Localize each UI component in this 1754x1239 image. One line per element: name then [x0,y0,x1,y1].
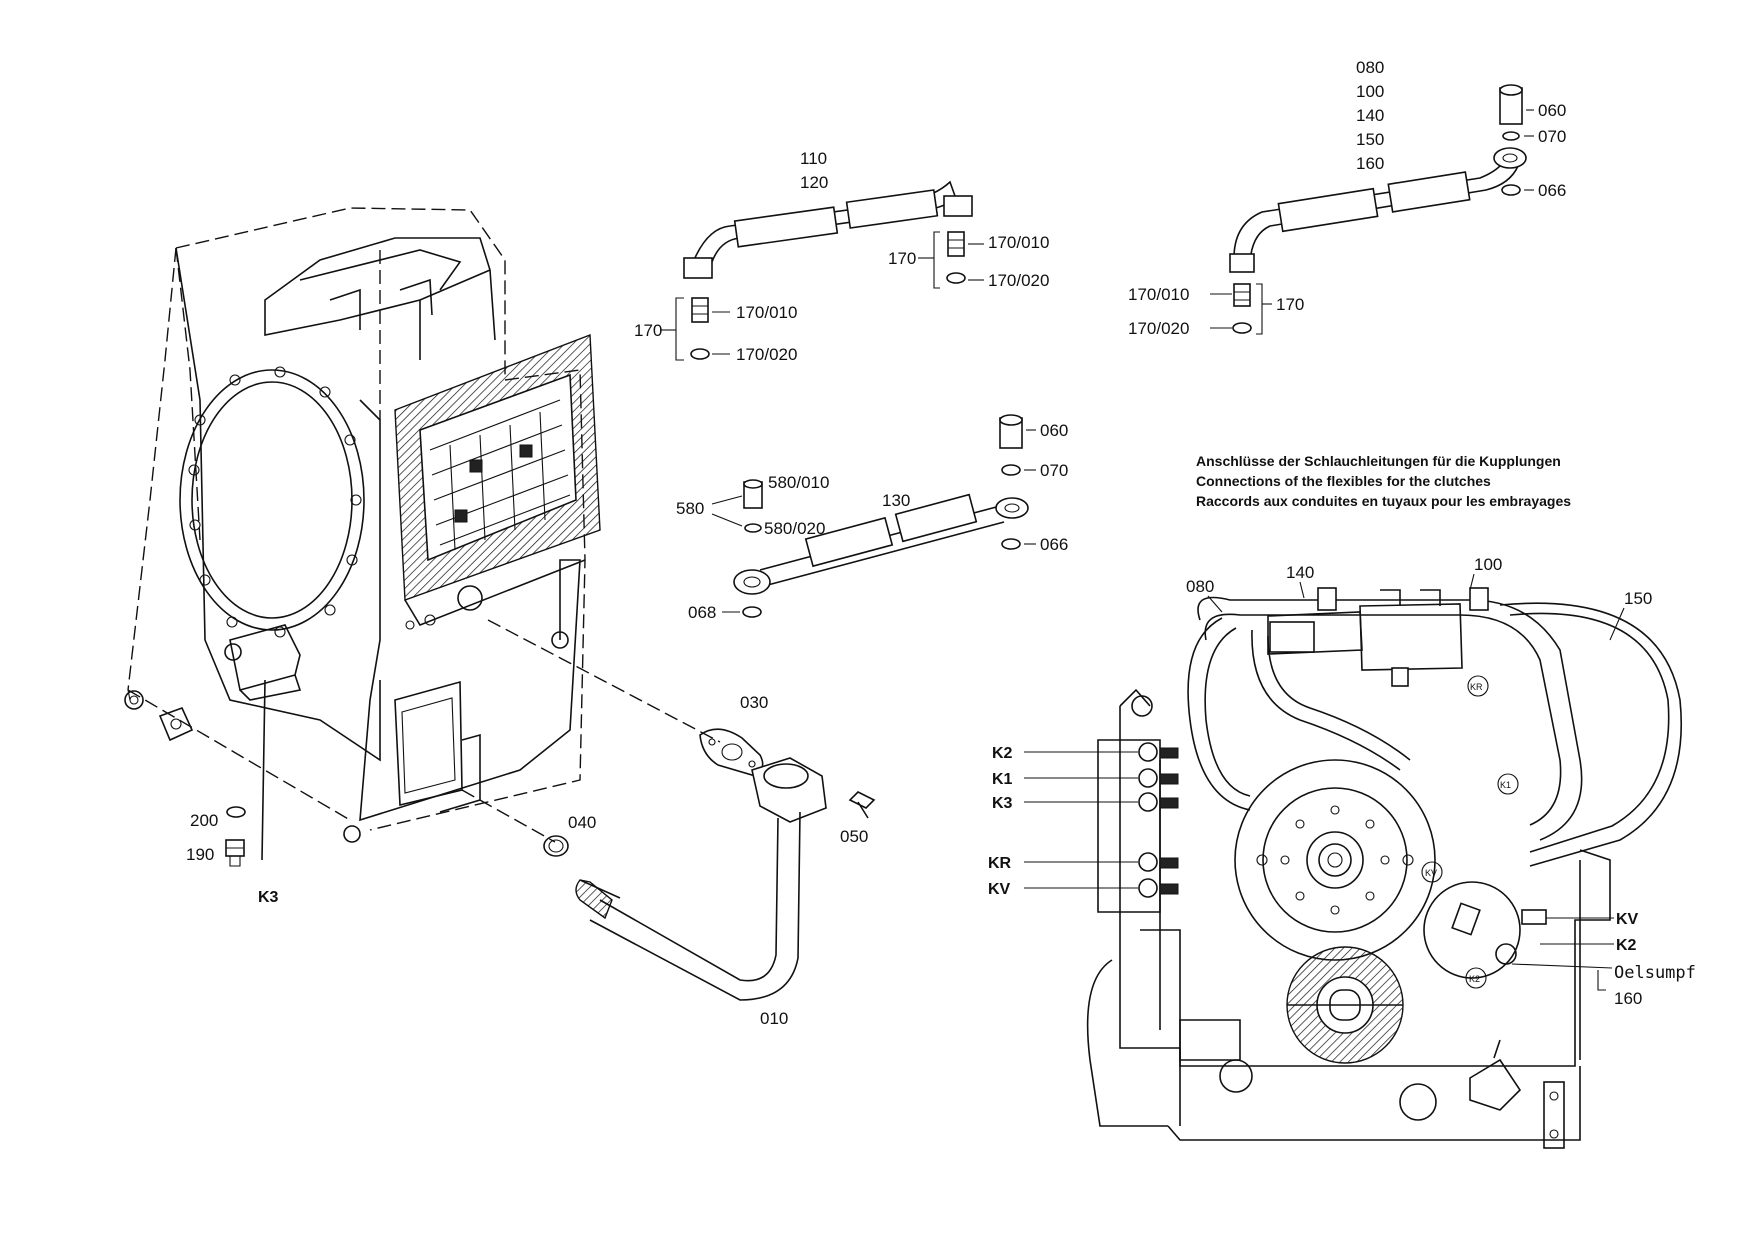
note-fr: Raccords aux conduites en tuyaux pour le… [1196,493,1571,509]
suction-pipe-assembly [543,728,876,1001]
label-030: 030 [740,693,768,712]
transmission-housing [124,207,601,867]
part-labels: 080 100 140 150 160 060 070 066 170/010 … [186,58,1696,1028]
hose-110-120 [660,180,984,361]
label-070-b: 070 [1040,461,1068,480]
label-580-020: 580/020 [764,519,825,538]
label-k2-right: K2 [1616,937,1637,954]
hose-080-160 [1210,84,1534,335]
guide-line-pipe [487,619,721,743]
label-150-view: 150 [1624,589,1652,608]
clutch-connection-view [1024,573,1683,1149]
label-040: 040 [568,813,596,832]
label-170-a: 170 [634,321,662,340]
label-170-a2: 170 [888,249,916,268]
label-170-010-a: 170/010 [736,303,797,322]
label-080: 080 [1356,58,1384,77]
valve-block [394,334,601,601]
label-160-view: 160 [1614,989,1642,1008]
label-068: 068 [688,603,716,622]
label-060-b: 060 [1040,421,1068,440]
label-kr-left: KR [988,855,1012,872]
label-140-view: 140 [1286,563,1314,582]
label-200: 200 [190,811,218,830]
label-160: 160 [1356,154,1384,173]
label-k3-housing: K3 [258,889,279,906]
label-120: 120 [800,173,828,192]
label-050: 050 [840,827,868,846]
label-k2-left: K2 [992,745,1013,762]
label-170-020-b: 170/020 [1128,319,1189,338]
label-140: 140 [1356,106,1384,125]
note-en: Connections of the flexibles for the clu… [1196,473,1491,489]
label-170-020-a2: 170/020 [988,271,1049,290]
marker-kv: KV [1425,868,1437,878]
marker-kr: KR [1470,682,1483,692]
label-110: 110 [800,149,827,168]
label-k3-left: K3 [992,795,1013,812]
label-100: 100 [1356,82,1384,101]
label-190: 190 [186,845,214,864]
label-kv-right: KV [1616,911,1639,928]
label-066-b: 066 [1040,535,1068,554]
label-170-020-a: 170/020 [736,345,797,364]
label-010: 010 [760,1009,788,1028]
marker-k2: K2 [1469,974,1480,984]
label-580: 580 [676,499,704,518]
label-oelsumpf: Oelsumpf [1614,963,1696,983]
label-066-a: 066 [1538,181,1566,200]
label-580-010: 580/010 [768,473,829,492]
hose-130 [711,414,1036,618]
label-060-a: 060 [1538,101,1566,120]
note-de: Anschlüsse der Schlauchleitungen für die… [1196,453,1561,469]
label-k1-left: K1 [992,771,1013,788]
label-080-view: 080 [1186,577,1214,596]
guide-line-ring [461,789,556,843]
label-170-b: 170 [1276,295,1304,314]
label-070-a: 070 [1538,127,1566,146]
label-kv-left: KV [988,881,1011,898]
label-130: 130 [882,491,910,510]
label-100-view: 100 [1474,555,1502,574]
part-190-plug [225,839,245,867]
label-170-010-b: 170/010 [1128,285,1189,304]
part-200-ring [226,806,246,818]
marker-k1: K1 [1500,780,1511,790]
label-150: 150 [1356,130,1384,149]
label-170-010-a2: 170/010 [988,233,1049,252]
